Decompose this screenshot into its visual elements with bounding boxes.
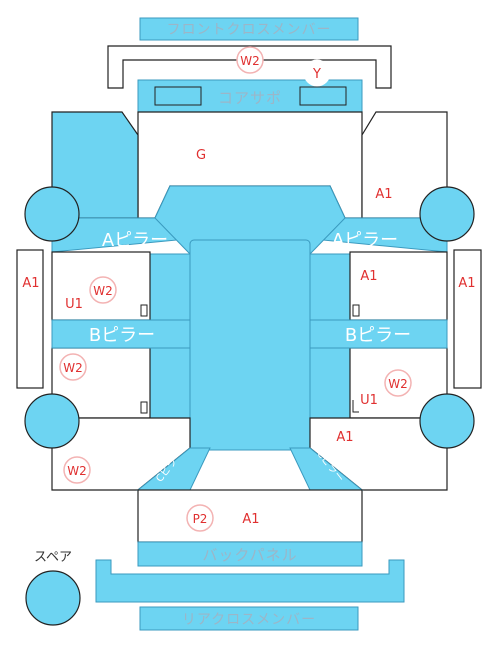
front-door-left-u1-mark: U1 bbox=[65, 297, 83, 312]
front-bumper-w2-mark: W2 bbox=[240, 54, 260, 68]
door-handle-right-rear bbox=[352, 400, 359, 413]
tire-front-left bbox=[24, 186, 80, 242]
headlight-right bbox=[299, 86, 347, 106]
spare-label: スペア bbox=[34, 550, 72, 565]
front-y-mark: Y bbox=[312, 67, 321, 82]
right-side-sill bbox=[453, 249, 482, 389]
rear-cross-member-panel bbox=[139, 606, 359, 631]
rear-bumper-panel bbox=[95, 559, 405, 603]
spare-tire bbox=[25, 570, 81, 626]
rear-door-right-u1-mark: U1 bbox=[360, 393, 378, 408]
roof-inner-panel bbox=[189, 239, 311, 451]
b-pillar-left-label: Bピラー bbox=[89, 325, 155, 346]
front-door-right-a1-mark: A1 bbox=[360, 269, 377, 284]
core-support-label: コアサポ bbox=[218, 89, 282, 107]
rear-door-right-w2-mark: W2 bbox=[388, 377, 408, 391]
rear-door-right-w2-circle bbox=[384, 369, 412, 397]
front-bumper-outline bbox=[107, 45, 392, 89]
back-panel bbox=[137, 541, 363, 567]
front-bumper-w2-circle bbox=[236, 46, 264, 74]
a-pillar-right-label: Aピラー bbox=[332, 230, 398, 251]
quarter-left-w2-circle bbox=[63, 456, 91, 484]
rear-door-left-w2-mark: W2 bbox=[63, 361, 83, 375]
b-pillar-right-label: Bピラー bbox=[345, 325, 411, 346]
door-handle-left-rear bbox=[140, 401, 148, 414]
door-left-a1-mark: A1 bbox=[22, 276, 39, 291]
tire-rear-right bbox=[419, 393, 475, 449]
b-pillar-left-panel bbox=[51, 319, 191, 349]
b-pillar-right-panel bbox=[309, 319, 448, 349]
front-y-circle bbox=[303, 59, 331, 87]
front-door-right-outline bbox=[349, 251, 448, 321]
door-handle-left-front bbox=[140, 304, 148, 317]
headlight-left bbox=[154, 86, 202, 106]
front-cross-member-panel bbox=[139, 17, 359, 41]
trunk-p2-mark: P2 bbox=[193, 512, 208, 526]
back-panel-label: バックパネル bbox=[202, 546, 297, 564]
tire-rear-left bbox=[24, 393, 80, 449]
front-cross-member-label: フロントクロスメンバー bbox=[167, 22, 332, 38]
trunk-a1-mark: A1 bbox=[242, 512, 259, 527]
a-pillar-left-label: Aピラー bbox=[102, 230, 168, 251]
rear-cross-member-label: リアクロスメンバー bbox=[182, 612, 316, 628]
trunk-outline bbox=[137, 489, 363, 543]
quarter-right-a1-mark: A1 bbox=[336, 430, 353, 445]
fender-right-a1-mark: A1 bbox=[375, 187, 392, 202]
tire-front-right bbox=[419, 186, 475, 242]
rear-door-left-w2-circle bbox=[59, 353, 87, 381]
hood-g-mark: G bbox=[196, 148, 206, 163]
front-door-left-w2-circle bbox=[89, 276, 117, 304]
left-side-sill bbox=[16, 249, 44, 389]
quarter-left-w2-mark: W2 bbox=[67, 464, 87, 478]
trunk-p2-circle bbox=[186, 504, 214, 532]
front-door-left-w2-mark: W2 bbox=[93, 284, 113, 298]
door-handle-right-front bbox=[352, 304, 360, 317]
door-right-a1-mark: A1 bbox=[458, 276, 475, 291]
